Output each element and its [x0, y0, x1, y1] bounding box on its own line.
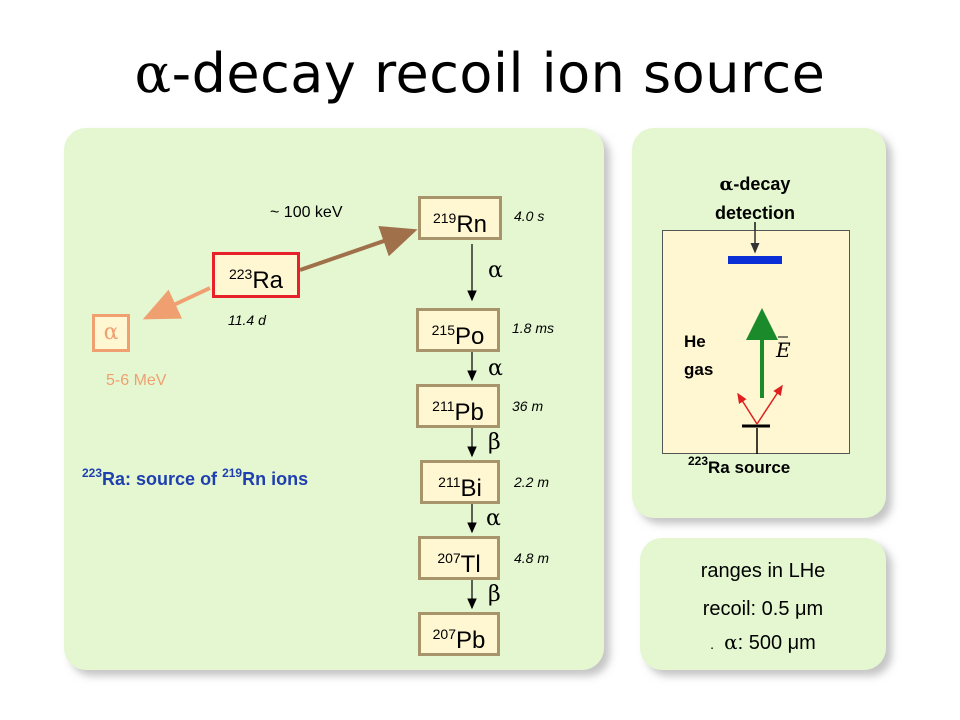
alpha-particle-box: α	[92, 314, 130, 352]
half-life-ra223: 11.4 d	[228, 312, 266, 328]
alpha-range: .α: 500 μm	[710, 630, 816, 654]
nuclide-pb211: 211Pb	[416, 384, 500, 428]
decay-label-4: α	[486, 506, 501, 531]
half-life-tl207: 4.8 m	[514, 550, 550, 566]
title-alpha: α	[134, 42, 172, 105]
recoil-arrow	[299, 226, 418, 272]
nuclide-ra223: 223Ra	[212, 252, 300, 298]
decay-label-5: β	[488, 582, 501, 607]
nuclide-po215: 215Po	[416, 308, 500, 352]
half-life-po215: 1.8 ms	[512, 320, 555, 336]
alpha-emission-arrow	[142, 286, 211, 320]
nuclide-rn219: 219Rn	[418, 196, 502, 240]
half-life-bi211: 2.2 m	[514, 474, 550, 490]
page-title: α-decay recoil ion source	[0, 42, 960, 105]
nuclide-bi211: 211Bi	[420, 460, 500, 504]
alpha-energy-label: 5-6 MeV	[106, 372, 167, 389]
title-text: -decay recoil ion source	[171, 42, 826, 105]
decay-label-1: α	[488, 258, 503, 283]
recoil-range: recoil: 0.5 μm	[702, 598, 824, 620]
nuclide-pb207: 207Pb	[418, 612, 500, 656]
nuclide-tl207: 207Tl	[418, 536, 500, 580]
decay-chain-panel	[64, 128, 604, 670]
ranges-heading: ranges in LHe	[700, 560, 826, 582]
half-life-rn219: 4.0 s	[514, 208, 545, 224]
field-symbol: E	[776, 338, 791, 362]
detection-label: α-decay detection	[714, 174, 795, 223]
half-life-pb211: 36 m	[512, 398, 544, 414]
decay-label-2: α	[488, 356, 503, 381]
recoil-energy-label: ~ 100 keV	[270, 204, 343, 221]
ranges-panel	[640, 538, 886, 670]
decay-label-3: β	[488, 430, 501, 455]
source-description: 223Ra: source of 219Rn ions	[82, 466, 309, 489]
gas-label: He gas	[684, 332, 714, 379]
ra-source-label: 223Ra source	[688, 454, 791, 477]
